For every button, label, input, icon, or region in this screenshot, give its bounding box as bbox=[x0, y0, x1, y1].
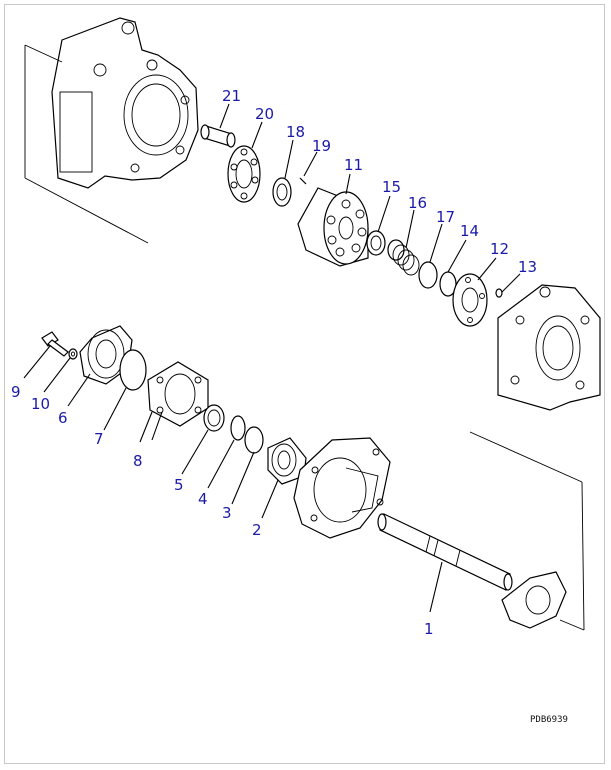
part-6-cover bbox=[79, 325, 133, 385]
part-5-oil-seal bbox=[203, 404, 225, 432]
callout-2: 2 bbox=[252, 521, 262, 539]
callout-14: 14 bbox=[460, 222, 479, 240]
part-7-o-ring bbox=[119, 349, 147, 391]
part-12-valve-plate bbox=[452, 273, 488, 327]
part-19-pin bbox=[299, 177, 307, 185]
part-1-drive-shaft bbox=[377, 513, 513, 591]
part-11-cylinder-block bbox=[297, 187, 369, 267]
callout-11: 11 bbox=[344, 156, 363, 174]
end-cover-lower bbox=[469, 431, 585, 631]
part-20-retainer-plate bbox=[227, 145, 261, 203]
callout-7: 7 bbox=[94, 430, 104, 448]
callout-10: 10 bbox=[31, 395, 50, 413]
callout-labels: 1 2 3 4 5 6 7 8 9 10 11 12 13 14 15 16 1… bbox=[11, 87, 537, 638]
callout-12: 12 bbox=[490, 240, 509, 258]
callout-21: 21 bbox=[222, 87, 241, 105]
callout-3: 3 bbox=[222, 504, 232, 522]
callout-8: 8 bbox=[133, 452, 143, 470]
part-21-pin bbox=[200, 124, 236, 148]
callout-17: 17 bbox=[436, 208, 455, 226]
housing-right bbox=[497, 284, 601, 411]
part-18-bush bbox=[272, 177, 292, 207]
housing-upper-left bbox=[24, 17, 199, 244]
part-4-snap-ring bbox=[230, 415, 246, 441]
callout-20: 20 bbox=[255, 105, 274, 123]
part-10-washer bbox=[68, 348, 78, 360]
callout-18: 18 bbox=[286, 123, 305, 141]
part-13-pin bbox=[495, 288, 503, 298]
callout-13: 13 bbox=[518, 258, 537, 276]
callout-16: 16 bbox=[408, 194, 427, 212]
callout-9: 9 bbox=[11, 383, 21, 401]
callout-4: 4 bbox=[198, 490, 208, 508]
part-8-shim bbox=[147, 361, 209, 427]
part-9-bolt bbox=[41, 331, 69, 357]
callout-15: 15 bbox=[382, 178, 401, 196]
leader-lines bbox=[23, 103, 521, 613]
part-16-spring bbox=[387, 239, 420, 276]
callout-1: 1 bbox=[424, 620, 434, 638]
callout-6: 6 bbox=[58, 409, 68, 427]
part-17-snap-ring bbox=[418, 261, 438, 289]
callout-5: 5 bbox=[174, 476, 184, 494]
drawing-code: PDB6939 bbox=[530, 715, 568, 725]
front-case bbox=[293, 437, 391, 539]
part-3-snap-ring bbox=[244, 426, 264, 454]
part-15-ring bbox=[366, 230, 386, 256]
callout-19: 19 bbox=[312, 137, 331, 155]
